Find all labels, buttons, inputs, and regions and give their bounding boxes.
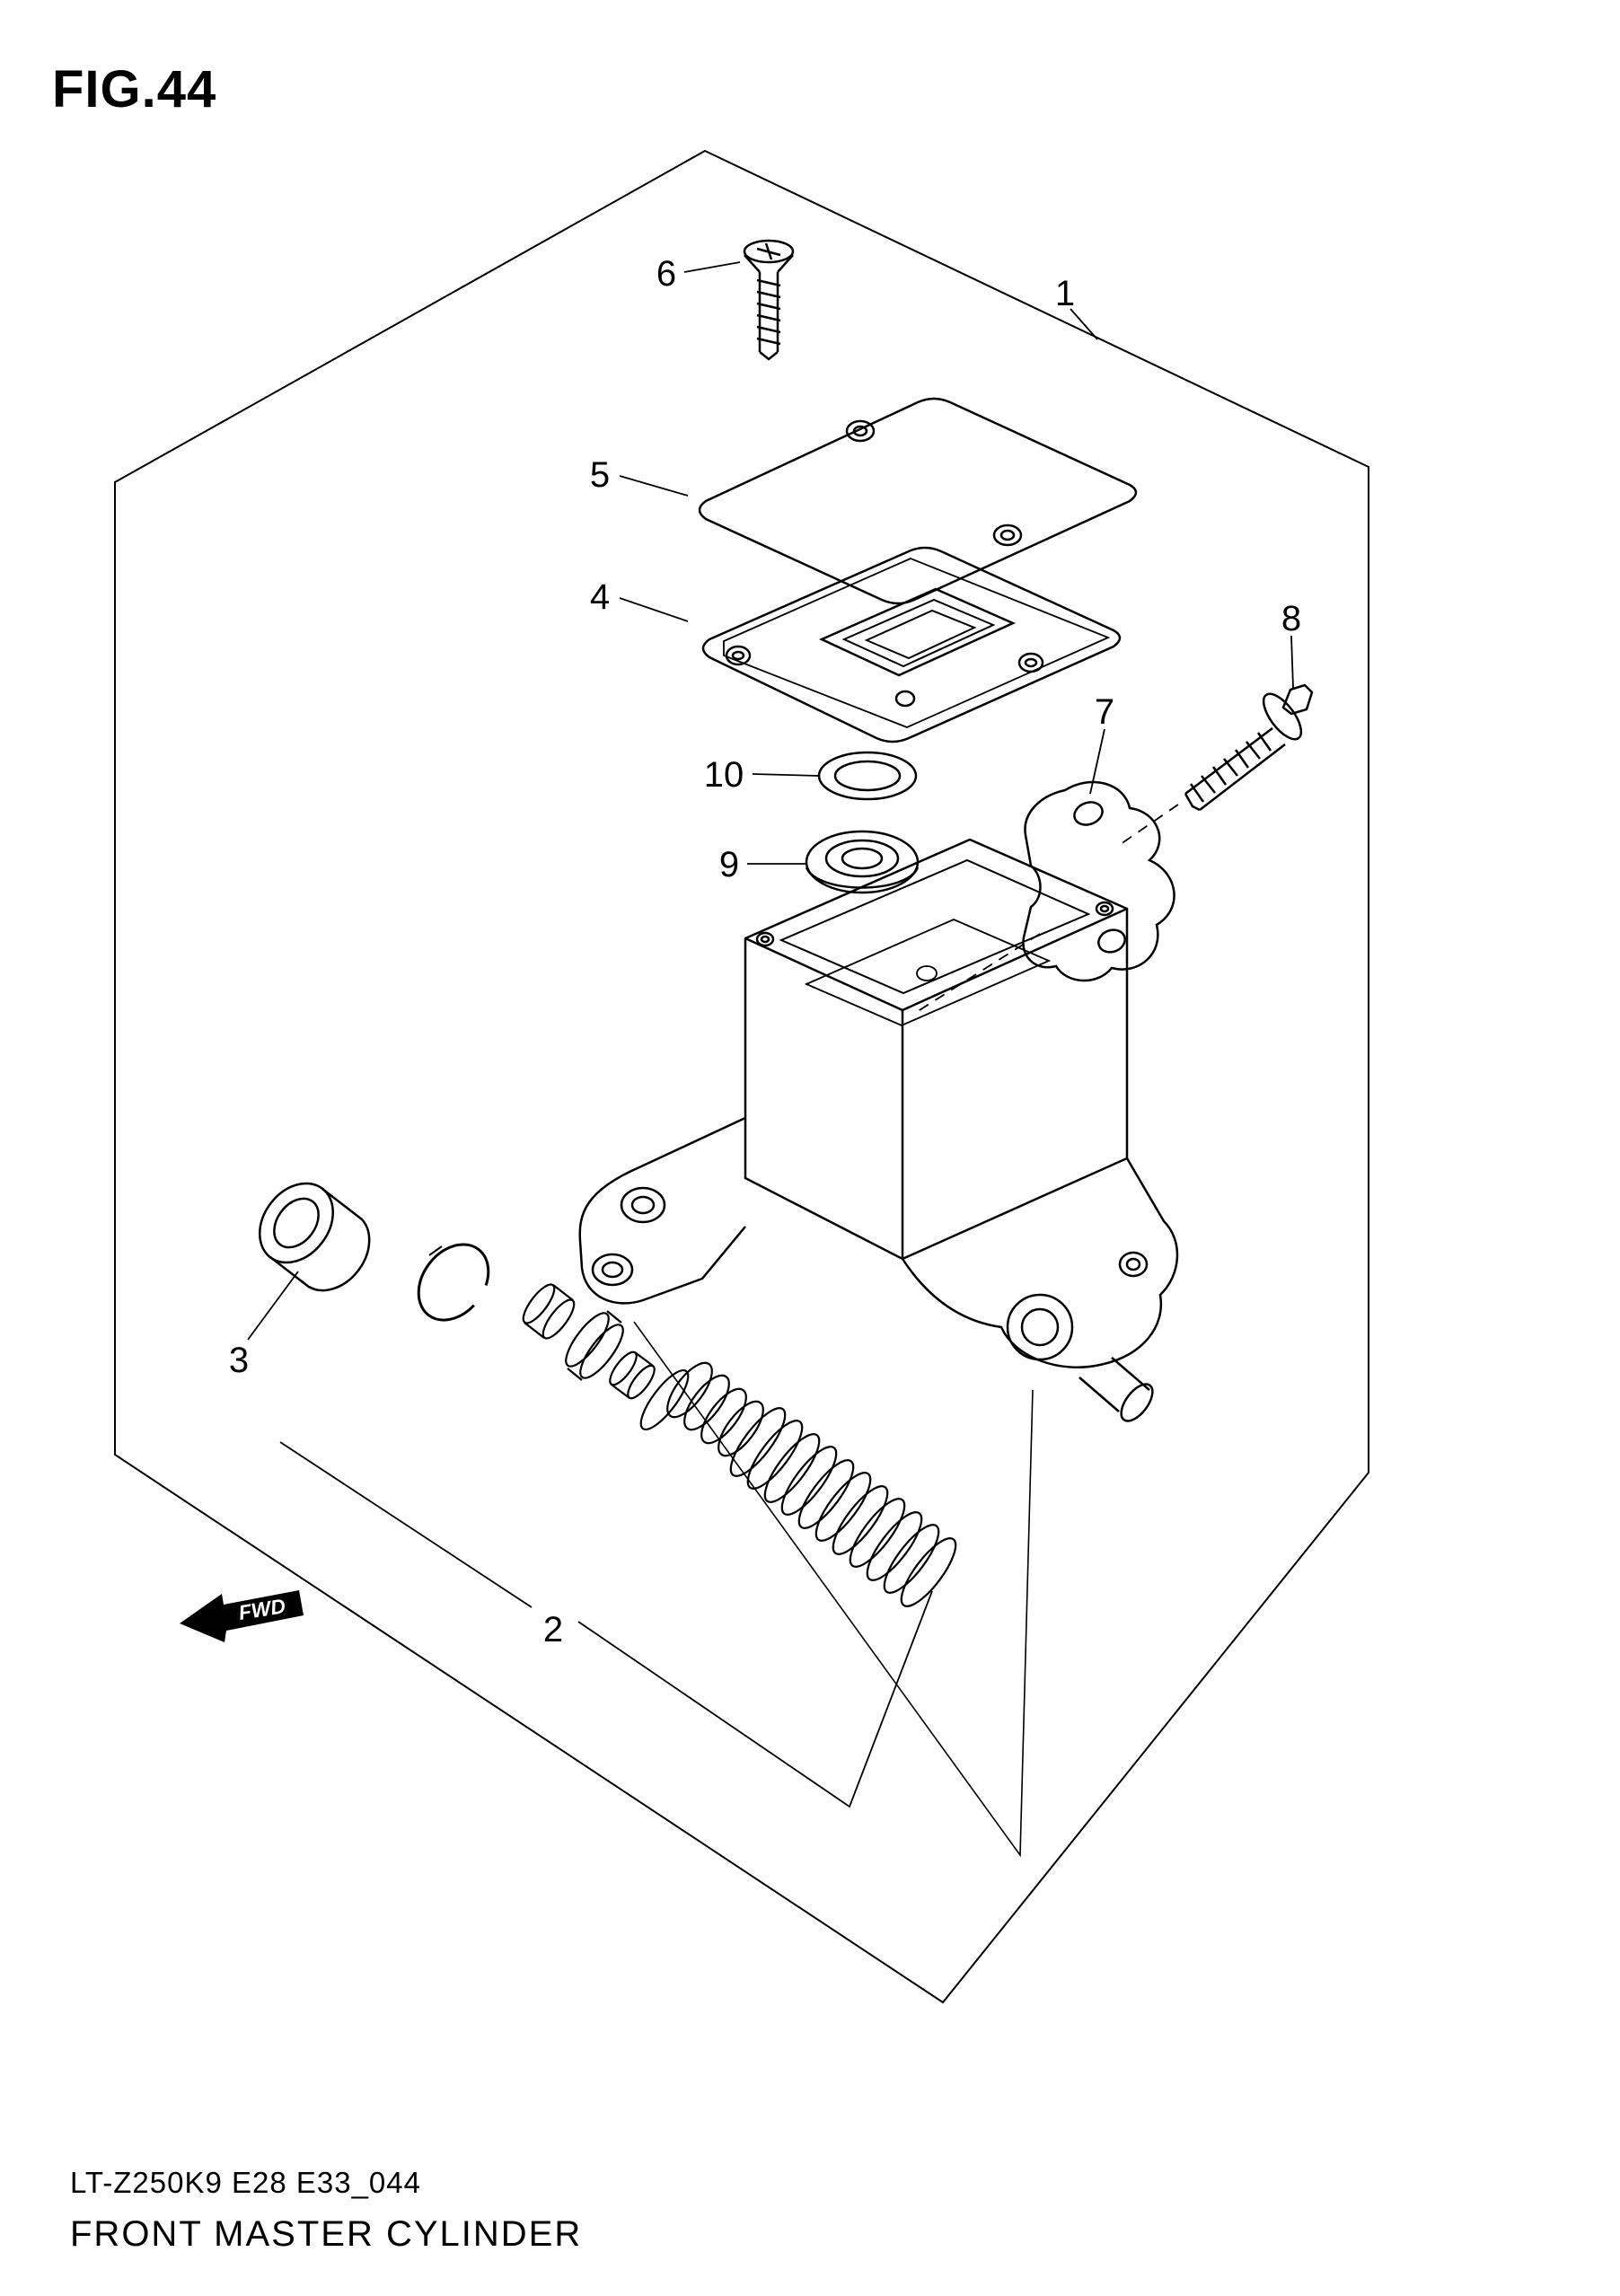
clamp-bolt-part <box>1184 683 1314 812</box>
cup-seal-part <box>805 830 920 894</box>
figure-number: FIG.44 <box>52 60 217 119</box>
fwd-arrow: FWD <box>180 1590 304 1642</box>
holder-clamp-part <box>1022 780 1175 982</box>
piston-cup-part <box>258 1182 371 1292</box>
fwd-arrow-icon <box>180 1590 304 1642</box>
callout-4: 4 <box>590 577 610 617</box>
model-code: LT-Z250K9 E28 E33_044 <box>70 2166 421 2199</box>
master-cylinder-body-part <box>578 838 1179 1422</box>
diaphragm-part <box>701 546 1122 743</box>
callout-6: 6 <box>656 254 676 294</box>
reservoir-cap-part <box>698 397 1138 605</box>
piston-spring-set-part <box>522 1283 957 1607</box>
border-frame <box>114 149 1369 2004</box>
callout-labels: 1 2 3 4 5 6 7 8 9 10 <box>229 254 1301 1649</box>
callout-7: 7 <box>1095 692 1114 732</box>
callout-1: 1 <box>1055 274 1075 313</box>
cap-screw-part <box>743 239 795 361</box>
circlip-part <box>417 1243 490 1322</box>
callout-3: 3 <box>229 1341 249 1380</box>
callout-5: 5 <box>590 455 610 495</box>
page-title: FRONT MASTER CYLINDER <box>70 2214 583 2254</box>
plate-ring-part <box>817 751 918 801</box>
callout-10: 10 <box>704 755 744 795</box>
callout-8: 8 <box>1281 599 1301 638</box>
callout-2: 2 <box>543 1610 563 1649</box>
leader-lines <box>247 261 1294 1858</box>
callout-9: 9 <box>719 845 739 884</box>
